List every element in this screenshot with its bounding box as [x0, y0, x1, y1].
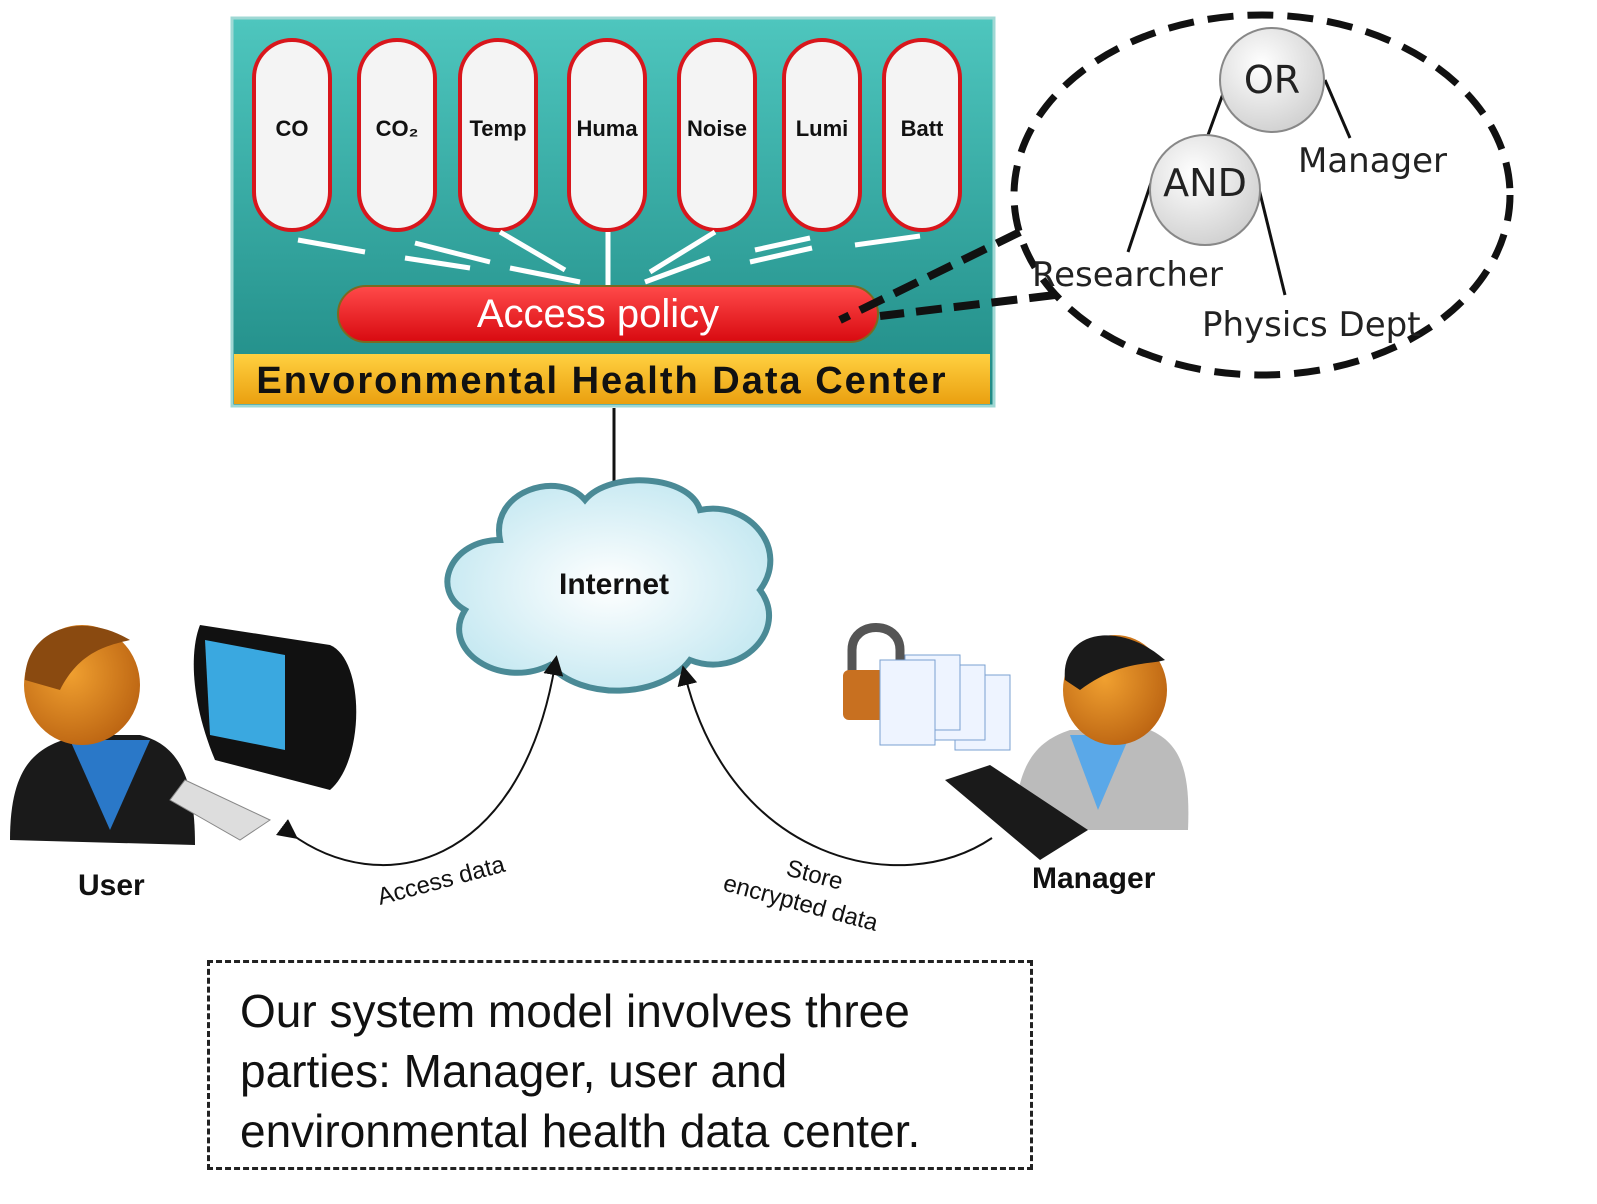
sensor-links [297, 229, 921, 285]
data-center: CO CO₂ Temp Huma Noise Lumi Batt Access policy… [230, 16, 996, 408]
access-data-arrow [276, 655, 564, 866]
and-node [1149, 134, 1261, 246]
sensor-label: Temp [469, 116, 526, 141]
sensor-label: CO₂ [376, 116, 419, 141]
callout-pointer [838, 228, 1056, 324]
sensor-pill [357, 38, 437, 232]
leaf-manager: Manager [1298, 141, 1447, 181]
caption-box: Our system model involves three parties:… [207, 960, 1033, 1170]
sensor-pill [252, 38, 332, 232]
sensor-label: Noise [687, 116, 747, 141]
sensor-label: Huma [576, 116, 638, 141]
internet-cloud: Internet [444, 477, 774, 694]
computer-icon [169, 625, 357, 841]
sensor-label: Batt [901, 116, 944, 141]
internet-label: Internet [559, 568, 669, 601]
user-figure: User [10, 625, 357, 902]
sensor-pill [567, 38, 647, 232]
or-node-label: OR [1244, 58, 1300, 102]
keyboard-icon [945, 765, 1088, 860]
sensor-pill [782, 38, 862, 232]
and-node-label: AND [1163, 161, 1247, 205]
or-node [1219, 27, 1325, 133]
leaf-researcher: Researcher [1032, 255, 1223, 295]
documents-icon [879, 654, 1011, 751]
sensor-label: Lumi [796, 116, 849, 141]
data-center-banner [234, 354, 990, 404]
access-data-label: Access data [375, 851, 509, 911]
sensor-pill [677, 38, 757, 232]
policy-tree: OR AND Manager Researcher Physics Dept [838, 11, 1514, 379]
data-center-title: Envoronmental Health Data Center [256, 360, 947, 402]
manager-figure: Manager [843, 623, 1189, 895]
leaf-physics-dept: Physics Dept [1202, 305, 1421, 345]
manager-label: Manager [1032, 862, 1156, 895]
sensor-label: CO [276, 116, 309, 141]
access-policy [337, 285, 879, 343]
store-data-arrow [677, 665, 993, 867]
sensor-pill [458, 38, 538, 232]
sensor-pill [882, 38, 962, 232]
access-policy-label: Access policy [477, 292, 719, 336]
policy-tree-callout [1010, 11, 1514, 379]
user-label: User [78, 869, 145, 902]
